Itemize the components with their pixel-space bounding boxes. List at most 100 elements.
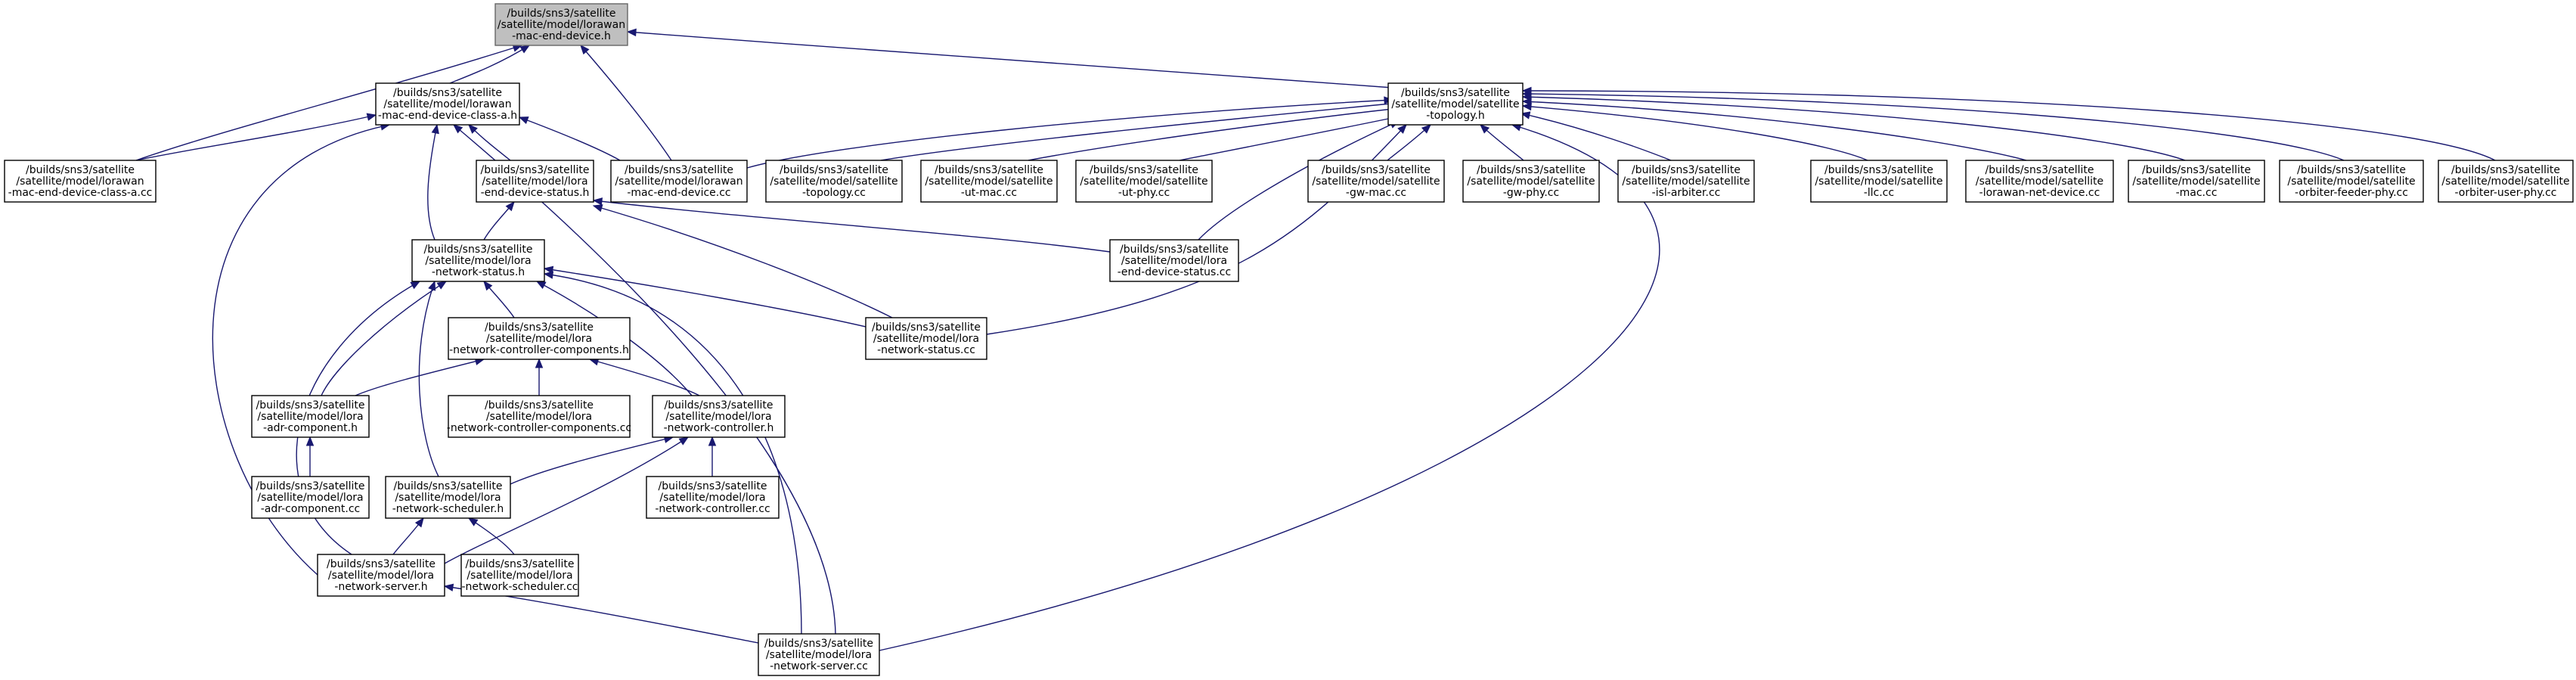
node-label-line: /satellite/model/satellite <box>1312 175 1440 188</box>
node-box[interactable] <box>460 554 579 597</box>
node-label-line: /satellite/model/lora <box>659 492 765 504</box>
node-n13[interactable]: /builds/sns3/satellite/satellite/model/s… <box>1965 160 2114 203</box>
root-node-box[interactable] <box>494 3 628 46</box>
node-label-line: /satellite/model/satellite <box>925 175 1052 188</box>
node-n4[interactable]: /builds/sns3/satellite/satellite/model/l… <box>476 160 594 203</box>
node-label-line: -network-scheduler.cc <box>461 581 578 593</box>
node-box[interactable] <box>4 160 157 203</box>
node-box[interactable] <box>251 395 370 438</box>
node-box[interactable] <box>251 476 370 519</box>
edge-n4-n20 <box>592 204 893 318</box>
node-n25[interactable]: /builds/sns3/satellite/satellite/model/l… <box>385 476 511 519</box>
node-n21[interactable]: /builds/sns3/satellite/satellite/model/l… <box>251 395 370 438</box>
node-n29[interactable]: /builds/sns3/satellite/satellite/model/l… <box>758 633 880 676</box>
node-box[interactable] <box>1075 160 1213 203</box>
arrow-head <box>543 265 554 274</box>
node-n28[interactable]: /builds/sns3/satellite/satellite/model/l… <box>460 554 579 597</box>
node-n2[interactable]: /builds/sns3/satellite/satellite/model/s… <box>1387 82 1524 126</box>
node-n0[interactable]: /builds/sns3/satellite/satellite/model/l… <box>494 3 628 46</box>
node-n1[interactable]: /builds/sns3/satellite/satellite/model/l… <box>375 82 520 126</box>
node-label-line: /satellite/model/satellite <box>1976 175 2103 188</box>
node-box[interactable] <box>448 395 631 438</box>
node-label-line: /builds/sns3/satellite <box>507 8 616 20</box>
node-n12[interactable]: /builds/sns3/satellite/satellite/model/s… <box>1810 160 1948 203</box>
node-box[interactable] <box>865 317 987 360</box>
node-box[interactable] <box>2279 160 2424 203</box>
node-n3[interactable]: /builds/sns3/satellite/satellite/model/l… <box>4 160 157 203</box>
node-label-line: /satellite/model/lora <box>766 649 872 661</box>
arrow-head <box>592 197 603 206</box>
edge-line <box>1522 101 2027 161</box>
node-box[interactable] <box>385 476 511 519</box>
node-n17[interactable]: /builds/sns3/satellite/satellite/model/l… <box>411 239 545 282</box>
node-n27[interactable]: /builds/sns3/satellite/satellite/model/l… <box>317 554 445 597</box>
node-box[interactable] <box>652 395 786 438</box>
node-label-line: -orbiter-user-phy.cc <box>2454 187 2556 199</box>
node-box[interactable] <box>476 160 594 203</box>
node-box[interactable] <box>920 160 1058 203</box>
node-n18[interactable]: /builds/sns3/satellite/satellite/model/l… <box>1109 239 1239 282</box>
arrow-head <box>483 280 493 291</box>
node-n20[interactable]: /builds/sns3/satellite/satellite/model/l… <box>865 317 987 360</box>
arrow-head <box>467 517 479 526</box>
node-n24[interactable]: /builds/sns3/satellite/satellite/model/l… <box>251 476 370 519</box>
node-box[interactable] <box>317 554 445 597</box>
node-n7[interactable]: /builds/sns3/satellite/satellite/model/s… <box>920 160 1058 203</box>
node-n6[interactable]: /builds/sns3/satellite/satellite/model/s… <box>765 160 903 203</box>
node-box[interactable] <box>1810 160 1948 203</box>
edge-n1-n17 <box>427 123 439 241</box>
node-box[interactable] <box>758 633 880 676</box>
node-label-line: -network-controller.h <box>664 422 774 434</box>
edge-n23-n26 <box>708 436 717 477</box>
node-label-line: -network-controller-components.h <box>449 344 629 356</box>
node-label-line: /satellite/model/lora <box>1121 255 1227 267</box>
node-box[interactable] <box>1965 160 2114 203</box>
arrow-head <box>410 281 421 290</box>
node-label-line: -network-controller-components.cc <box>447 422 631 434</box>
node-label-line: -network-status.h <box>432 266 525 278</box>
node-box[interactable] <box>765 160 903 203</box>
node-label-line: /builds/sns3/satellite <box>2142 164 2251 176</box>
node-label-line: -gw-mac.cc <box>1346 187 1406 199</box>
node-label-line: /builds/sns3/satellite <box>764 638 873 650</box>
node-n19[interactable]: /builds/sns3/satellite/satellite/model/l… <box>448 317 631 360</box>
node-label-line: /builds/sns3/satellite <box>1985 164 2094 176</box>
edge-n0-n1 <box>449 45 531 84</box>
node-n15[interactable]: /builds/sns3/satellite/satellite/model/s… <box>2279 160 2424 203</box>
node-box[interactable] <box>610 160 748 203</box>
edge-n19-n22 <box>535 358 544 396</box>
node-box[interactable] <box>448 317 631 360</box>
edge-n1-n3 <box>135 113 377 161</box>
node-n10[interactable]: /builds/sns3/satellite/satellite/model/s… <box>1462 160 1600 203</box>
node-label-line: /builds/sns3/satellite <box>481 164 590 176</box>
edge-n4-n18 <box>592 197 1111 253</box>
node-box[interactable] <box>1307 160 1445 203</box>
node-n23[interactable]: /builds/sns3/satellite/satellite/model/l… <box>652 395 786 438</box>
node-label-line: /satellite/model/lora <box>257 492 363 504</box>
node-n14[interactable]: /builds/sns3/satellite/satellite/model/s… <box>2128 160 2265 203</box>
node-box[interactable] <box>375 82 520 126</box>
node-n5[interactable]: /builds/sns3/satellite/satellite/model/l… <box>610 160 748 203</box>
node-n22[interactable]: /builds/sns3/satellite/satellite/model/l… <box>447 395 631 438</box>
node-label-line: /builds/sns3/satellite <box>935 164 1043 176</box>
node-n16[interactable]: /builds/sns3/satellite/satellite/model/s… <box>2438 160 2574 203</box>
node-box[interactable] <box>1617 160 1755 203</box>
node-label-line: /satellite/model/satellite <box>1622 175 1750 188</box>
edge-n17-n25 <box>418 280 439 477</box>
node-n26[interactable]: /builds/sns3/satellite/satellite/model/l… <box>646 476 780 519</box>
node-n9[interactable]: /builds/sns3/satellite/satellite/model/s… <box>1307 160 1445 203</box>
node-box[interactable] <box>411 239 545 282</box>
node-box[interactable] <box>1109 239 1239 282</box>
node-box[interactable] <box>2438 160 2574 203</box>
node-box[interactable] <box>1462 160 1600 203</box>
edge-line <box>427 124 438 241</box>
node-n11[interactable]: /builds/sns3/satellite/satellite/model/s… <box>1617 160 1755 203</box>
edge-n4-n17 <box>483 200 515 241</box>
node-box[interactable] <box>2128 160 2265 203</box>
edge-n2-n9 <box>1387 124 1431 161</box>
node-box[interactable] <box>1387 82 1524 126</box>
arrow-head <box>366 113 377 121</box>
node-box[interactable] <box>646 476 780 519</box>
node-n8[interactable]: /builds/sns3/satellite/satellite/model/s… <box>1075 160 1213 203</box>
arrow-head <box>436 281 448 290</box>
